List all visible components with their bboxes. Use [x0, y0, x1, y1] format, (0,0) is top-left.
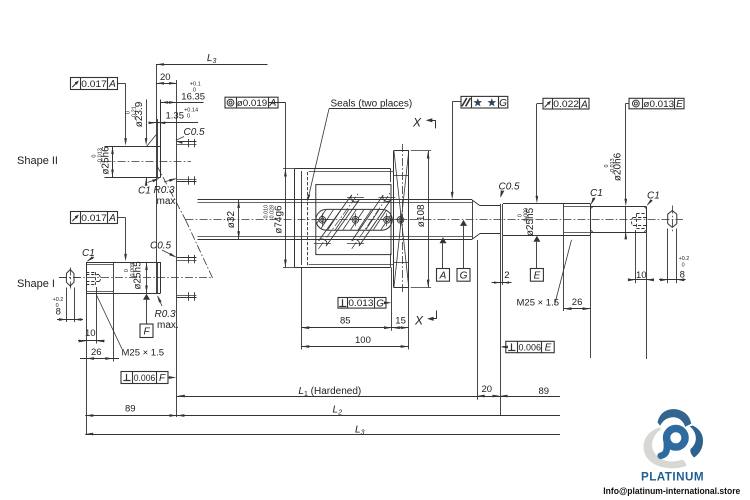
svg-text:0: 0: [604, 165, 610, 168]
svg-text:L1 (Hardened): L1 (Hardened): [298, 386, 361, 398]
svg-text:C1: C1: [647, 191, 660, 202]
svg-text:A: A: [108, 79, 116, 90]
svg-text:A: A: [439, 271, 447, 282]
svg-text:-0.010: -0.010: [264, 205, 270, 220]
svg-text:L3: L3: [355, 425, 365, 437]
svg-text:0.013: 0.013: [348, 298, 373, 309]
svg-text:20: 20: [160, 72, 171, 83]
svg-text:+0.14: +0.14: [184, 108, 198, 114]
svg-text:Shape I: Shape I: [17, 278, 55, 290]
svg-text:ø32: ø32: [226, 211, 237, 229]
svg-text:26: 26: [572, 297, 583, 308]
svg-text:10: 10: [636, 270, 647, 281]
svg-text:15: 15: [395, 316, 406, 327]
svg-text:C1: C1: [138, 186, 151, 197]
svg-text:0: 0: [193, 88, 196, 94]
svg-text:26: 26: [91, 347, 102, 358]
svg-text:0: 0: [682, 262, 685, 268]
svg-text:-0.013: -0.013: [610, 158, 616, 173]
svg-text:ø25h5: ø25h5: [525, 207, 536, 236]
svg-text:ø20h6: ø20h6: [613, 152, 624, 181]
svg-text:E: E: [545, 343, 552, 354]
svg-text:85: 85: [340, 316, 351, 327]
svg-text:F: F: [159, 373, 166, 384]
svg-text:0.017: 0.017: [81, 79, 107, 90]
svg-text:8: 8: [56, 306, 61, 317]
svg-text:M25 × 1.5: M25 × 1.5: [122, 348, 165, 359]
svg-text:0.017: 0.017: [81, 213, 107, 224]
svg-text:89: 89: [539, 386, 550, 397]
svg-text:PLATINUM: PLATINUM: [641, 470, 704, 483]
svg-text:ø108: ø108: [416, 204, 427, 227]
svg-text:ø25h6: ø25h6: [100, 146, 111, 175]
svg-text:C1: C1: [82, 248, 95, 259]
svg-text:-0.009: -0.009: [524, 208, 530, 223]
svg-text:Info@platinum-international.st: Info@platinum-international.store: [603, 486, 740, 497]
svg-text:8: 8: [680, 270, 685, 281]
svg-text:0: 0: [92, 154, 98, 157]
svg-text:G: G: [460, 271, 468, 282]
svg-text:X: X: [414, 314, 424, 328]
svg-text:A: A: [580, 99, 588, 110]
svg-text:+0.2: +0.2: [679, 256, 690, 262]
svg-text:0: 0: [187, 114, 190, 120]
svg-text:A: A: [108, 213, 116, 224]
svg-text:Shape II: Shape II: [17, 155, 58, 167]
svg-text:L3: L3: [207, 53, 217, 65]
svg-text:0.006: 0.006: [519, 342, 542, 353]
svg-text:R0.3: R0.3: [155, 309, 177, 320]
svg-text:0: 0: [124, 269, 130, 272]
svg-text:-0.21: -0.21: [131, 106, 137, 119]
svg-text:F: F: [143, 327, 150, 338]
svg-text:C0.5: C0.5: [150, 241, 172, 252]
svg-text:C0.5: C0.5: [499, 181, 521, 192]
svg-text:A: A: [269, 98, 277, 109]
svg-text:+0.1: +0.1: [190, 81, 201, 87]
svg-text:C1: C1: [590, 188, 603, 199]
svg-text:-0.013: -0.013: [98, 148, 104, 164]
svg-text:Seals (two places): Seals (two places): [331, 98, 413, 109]
svg-text:R0.3: R0.3: [154, 185, 176, 196]
svg-text:max.: max.: [157, 320, 179, 331]
svg-text:0.022: 0.022: [553, 99, 579, 110]
svg-text:G: G: [376, 298, 384, 309]
svg-text:ø0.013: ø0.013: [643, 99, 674, 110]
svg-text:2: 2: [504, 270, 509, 281]
svg-text:89: 89: [125, 404, 136, 415]
svg-text:100: 100: [355, 335, 371, 346]
svg-text:E: E: [534, 271, 541, 282]
svg-text:ø0.019: ø0.019: [237, 98, 268, 109]
svg-text:E: E: [676, 99, 683, 110]
svg-text:M25 × 1.5: M25 × 1.5: [517, 298, 560, 309]
svg-text:20: 20: [482, 384, 493, 395]
svg-text:max.: max.: [157, 196, 179, 207]
svg-text:16.35: 16.35: [181, 91, 205, 102]
svg-text:-0.009: -0.009: [130, 263, 136, 279]
svg-text:0: 0: [125, 111, 131, 114]
svg-text:ø74g6: ø74g6: [273, 205, 284, 234]
svg-text:C0.5: C0.5: [184, 127, 206, 138]
svg-text:10: 10: [85, 328, 96, 339]
svg-text:0: 0: [56, 303, 59, 309]
svg-text:G: G: [499, 98, 507, 109]
svg-text:L2: L2: [333, 405, 343, 417]
svg-text:ø25h5: ø25h5: [133, 261, 144, 290]
svg-text:X: X: [412, 116, 422, 130]
svg-text:1.35: 1.35: [166, 111, 185, 122]
svg-text:0: 0: [518, 214, 524, 217]
svg-text:0.006: 0.006: [134, 373, 156, 384]
svg-text:+0.2: +0.2: [53, 297, 64, 303]
svg-text:ø23.9: ø23.9: [134, 101, 145, 127]
svg-text:-0.028: -0.028: [270, 205, 276, 220]
